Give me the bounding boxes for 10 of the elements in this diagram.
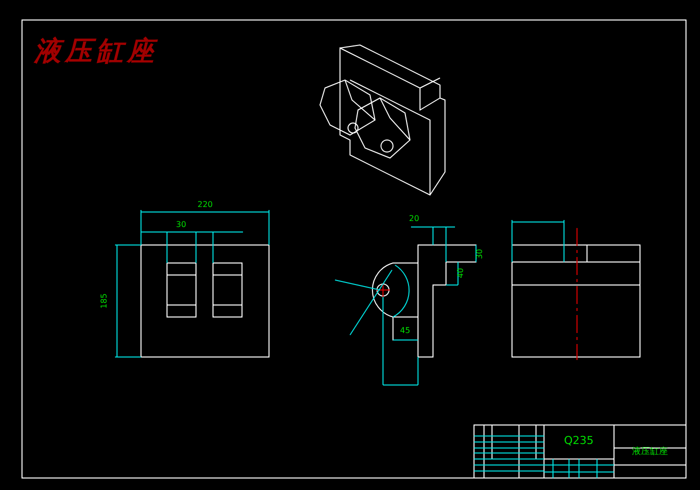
dimension-text: 40	[457, 268, 466, 278]
material-text: Q235	[564, 434, 594, 446]
part-name: 液压缸座	[632, 448, 668, 456]
dimension-text: 220	[198, 201, 213, 209]
dimension-text: 185	[100, 293, 108, 309]
dimension-text: 45	[400, 327, 410, 335]
drawing-title: 液压缸座	[34, 38, 158, 65]
dimension-text: 30	[176, 221, 186, 229]
dimension-text: 20	[409, 215, 420, 223]
dimension-text: 30	[476, 248, 484, 260]
